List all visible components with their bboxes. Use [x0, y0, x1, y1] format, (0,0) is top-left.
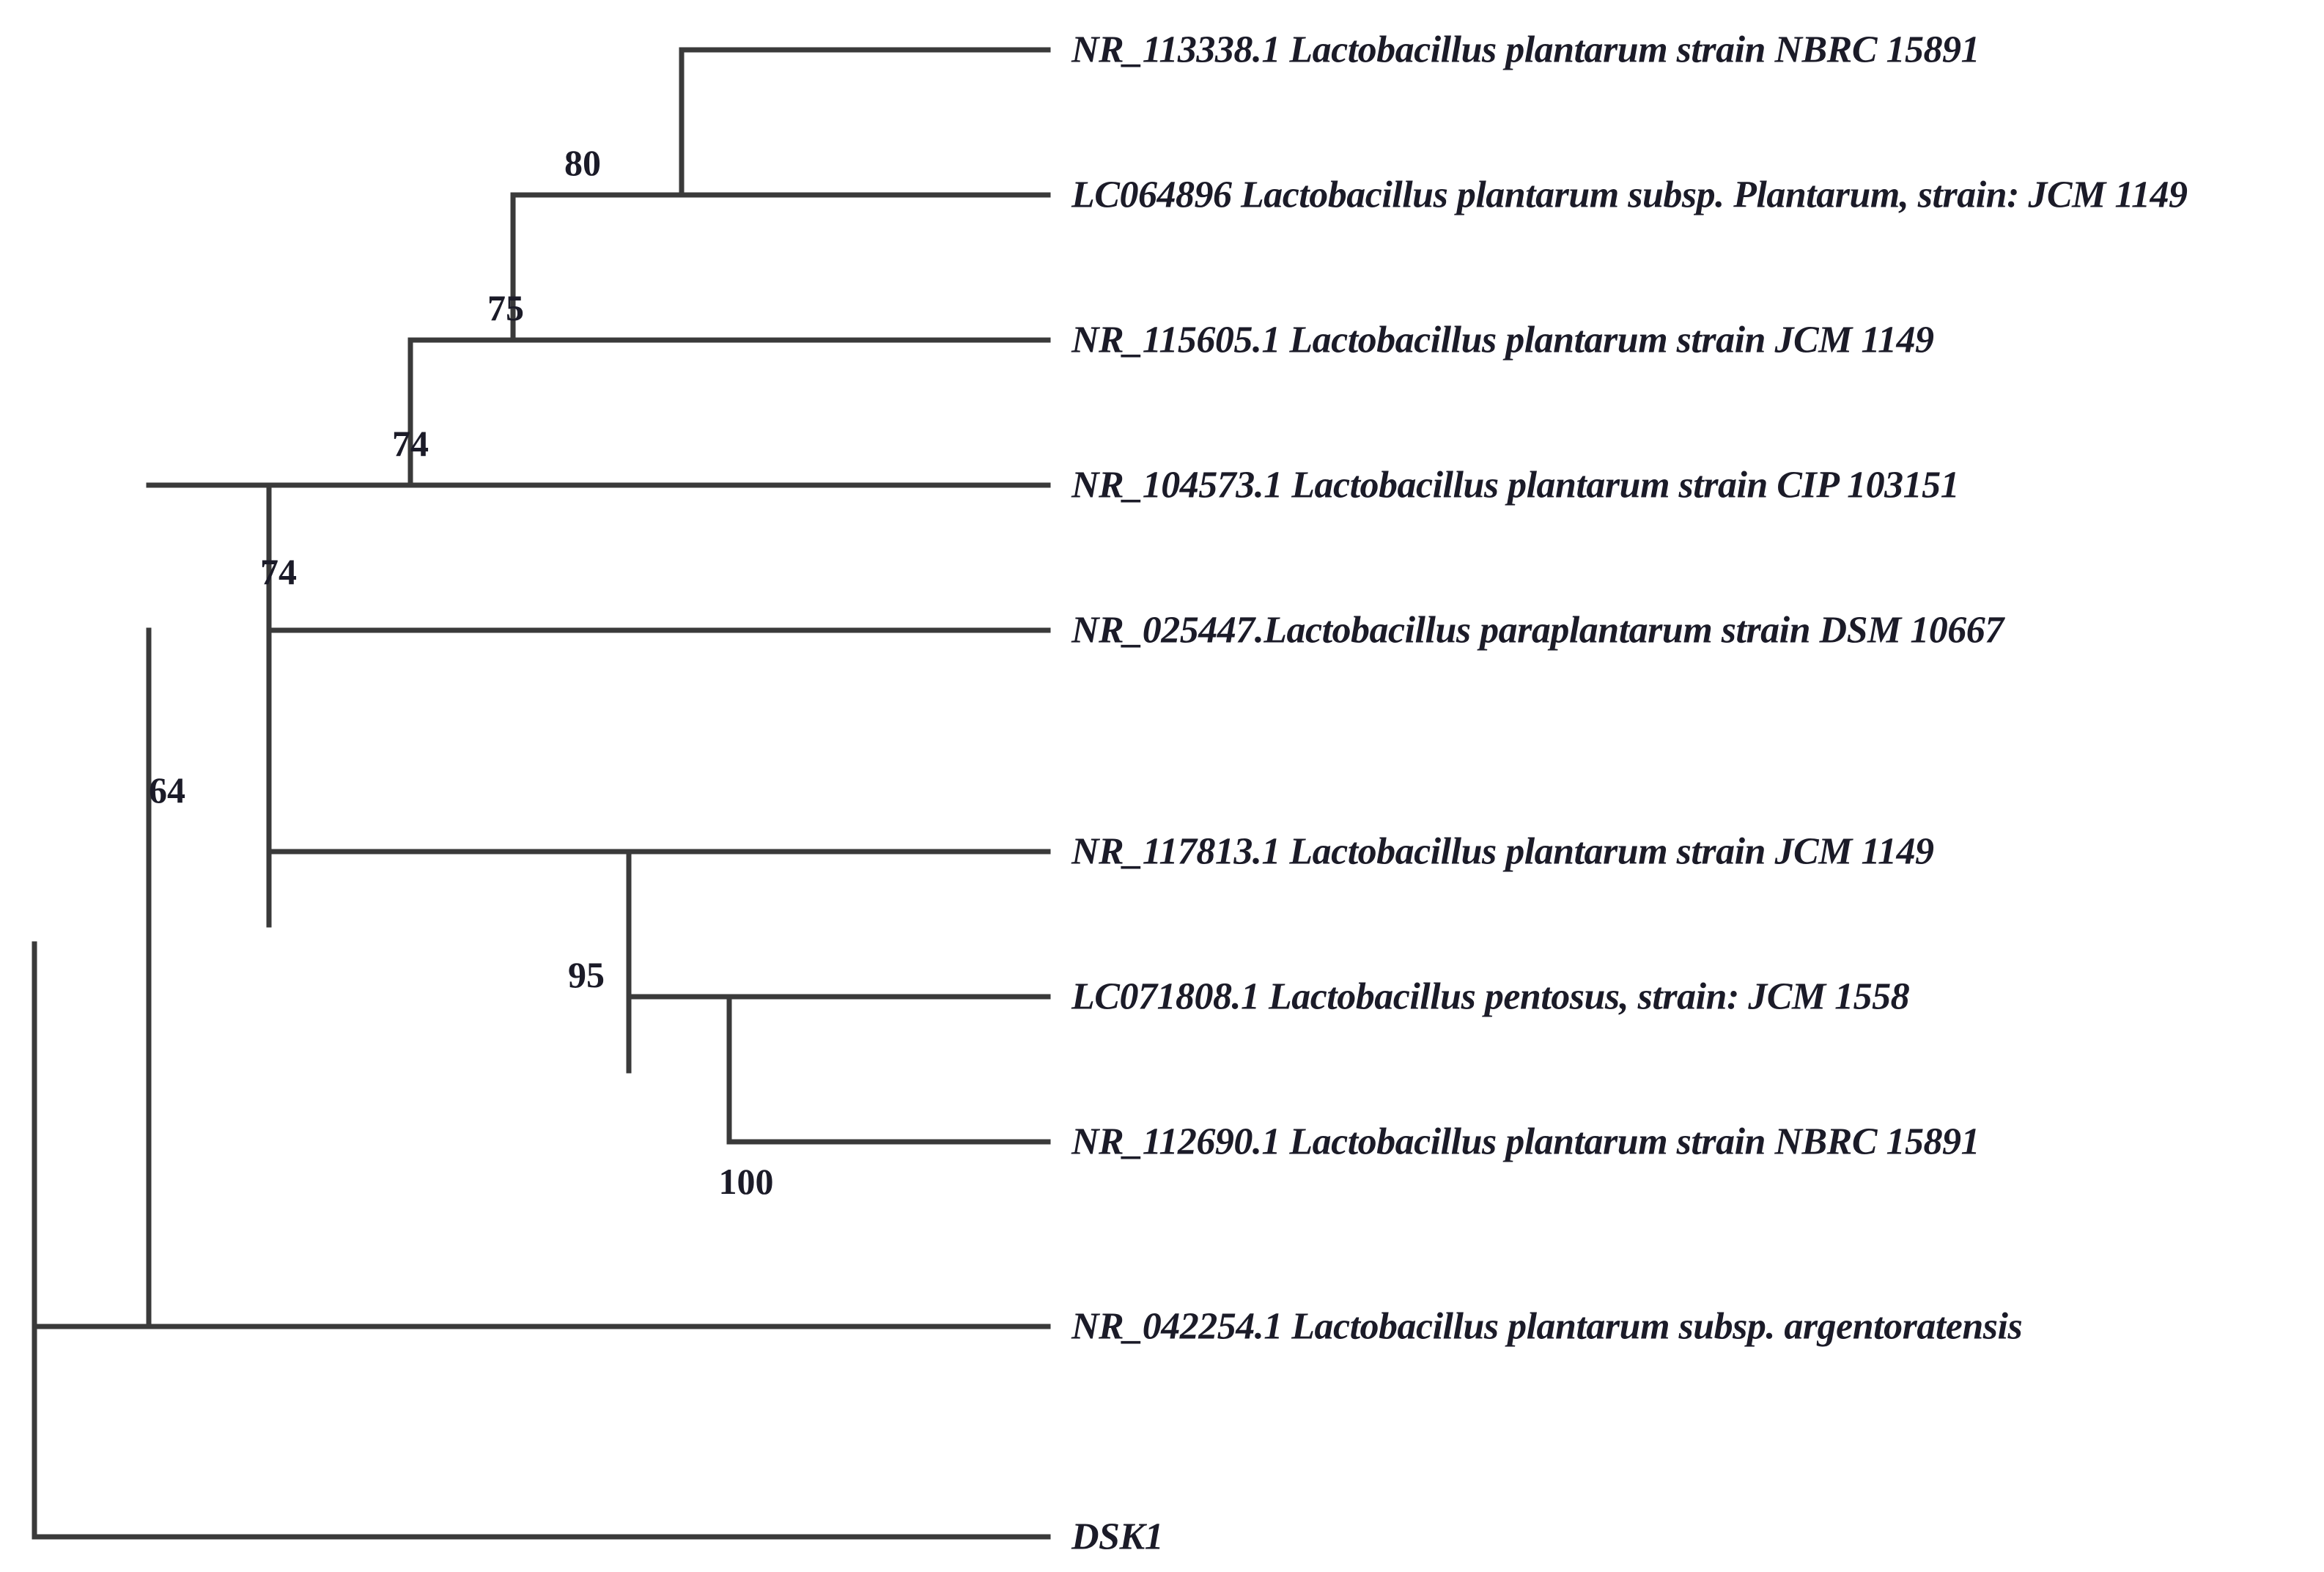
taxon-label-t4: NR_104573.1 Lactobacillus plantarum stra…: [1071, 464, 1960, 506]
bootstrap-value-n100: 100: [718, 1161, 774, 1202]
taxon-label-t8: NR_112690.1 Lactobacillus plantarum stra…: [1071, 1121, 1980, 1163]
bootstrap-value-n80: 80: [564, 142, 601, 183]
taxon-label-t2: LC064896 Lactobacillus plantarum subsp. …: [1071, 174, 2188, 216]
bootstrap-value-n74b: 74: [260, 551, 297, 592]
taxon-label-t6: NR_117813.1 Lactobacillus plantarum stra…: [1071, 830, 1934, 873]
bootstrap-value-n64: 64: [149, 770, 185, 811]
taxon-label-t10: DSK1: [1071, 1516, 1164, 1558]
taxon-label-t9: NR_042254.1 Lactobacillus plantarum subs…: [1071, 1305, 2023, 1348]
taxon-label-t1: NR_113338.1 Lactobacillus plantarum stra…: [1071, 29, 1980, 71]
taxon-label-t5: NR_025447.Lactobacillus paraplantarum st…: [1071, 609, 2004, 652]
bootstrap-value-n74a: 74: [392, 423, 429, 464]
bootstrap-value-n95: 95: [568, 954, 605, 995]
taxon-label-t3: NR_115605.1 Lactobacillus plantarum stra…: [1071, 319, 1934, 361]
bootstrap-value-n75: 75: [487, 287, 524, 328]
taxon-label-t7: LC071808.1 Lactobacillus pentosus, strai…: [1071, 975, 1910, 1018]
